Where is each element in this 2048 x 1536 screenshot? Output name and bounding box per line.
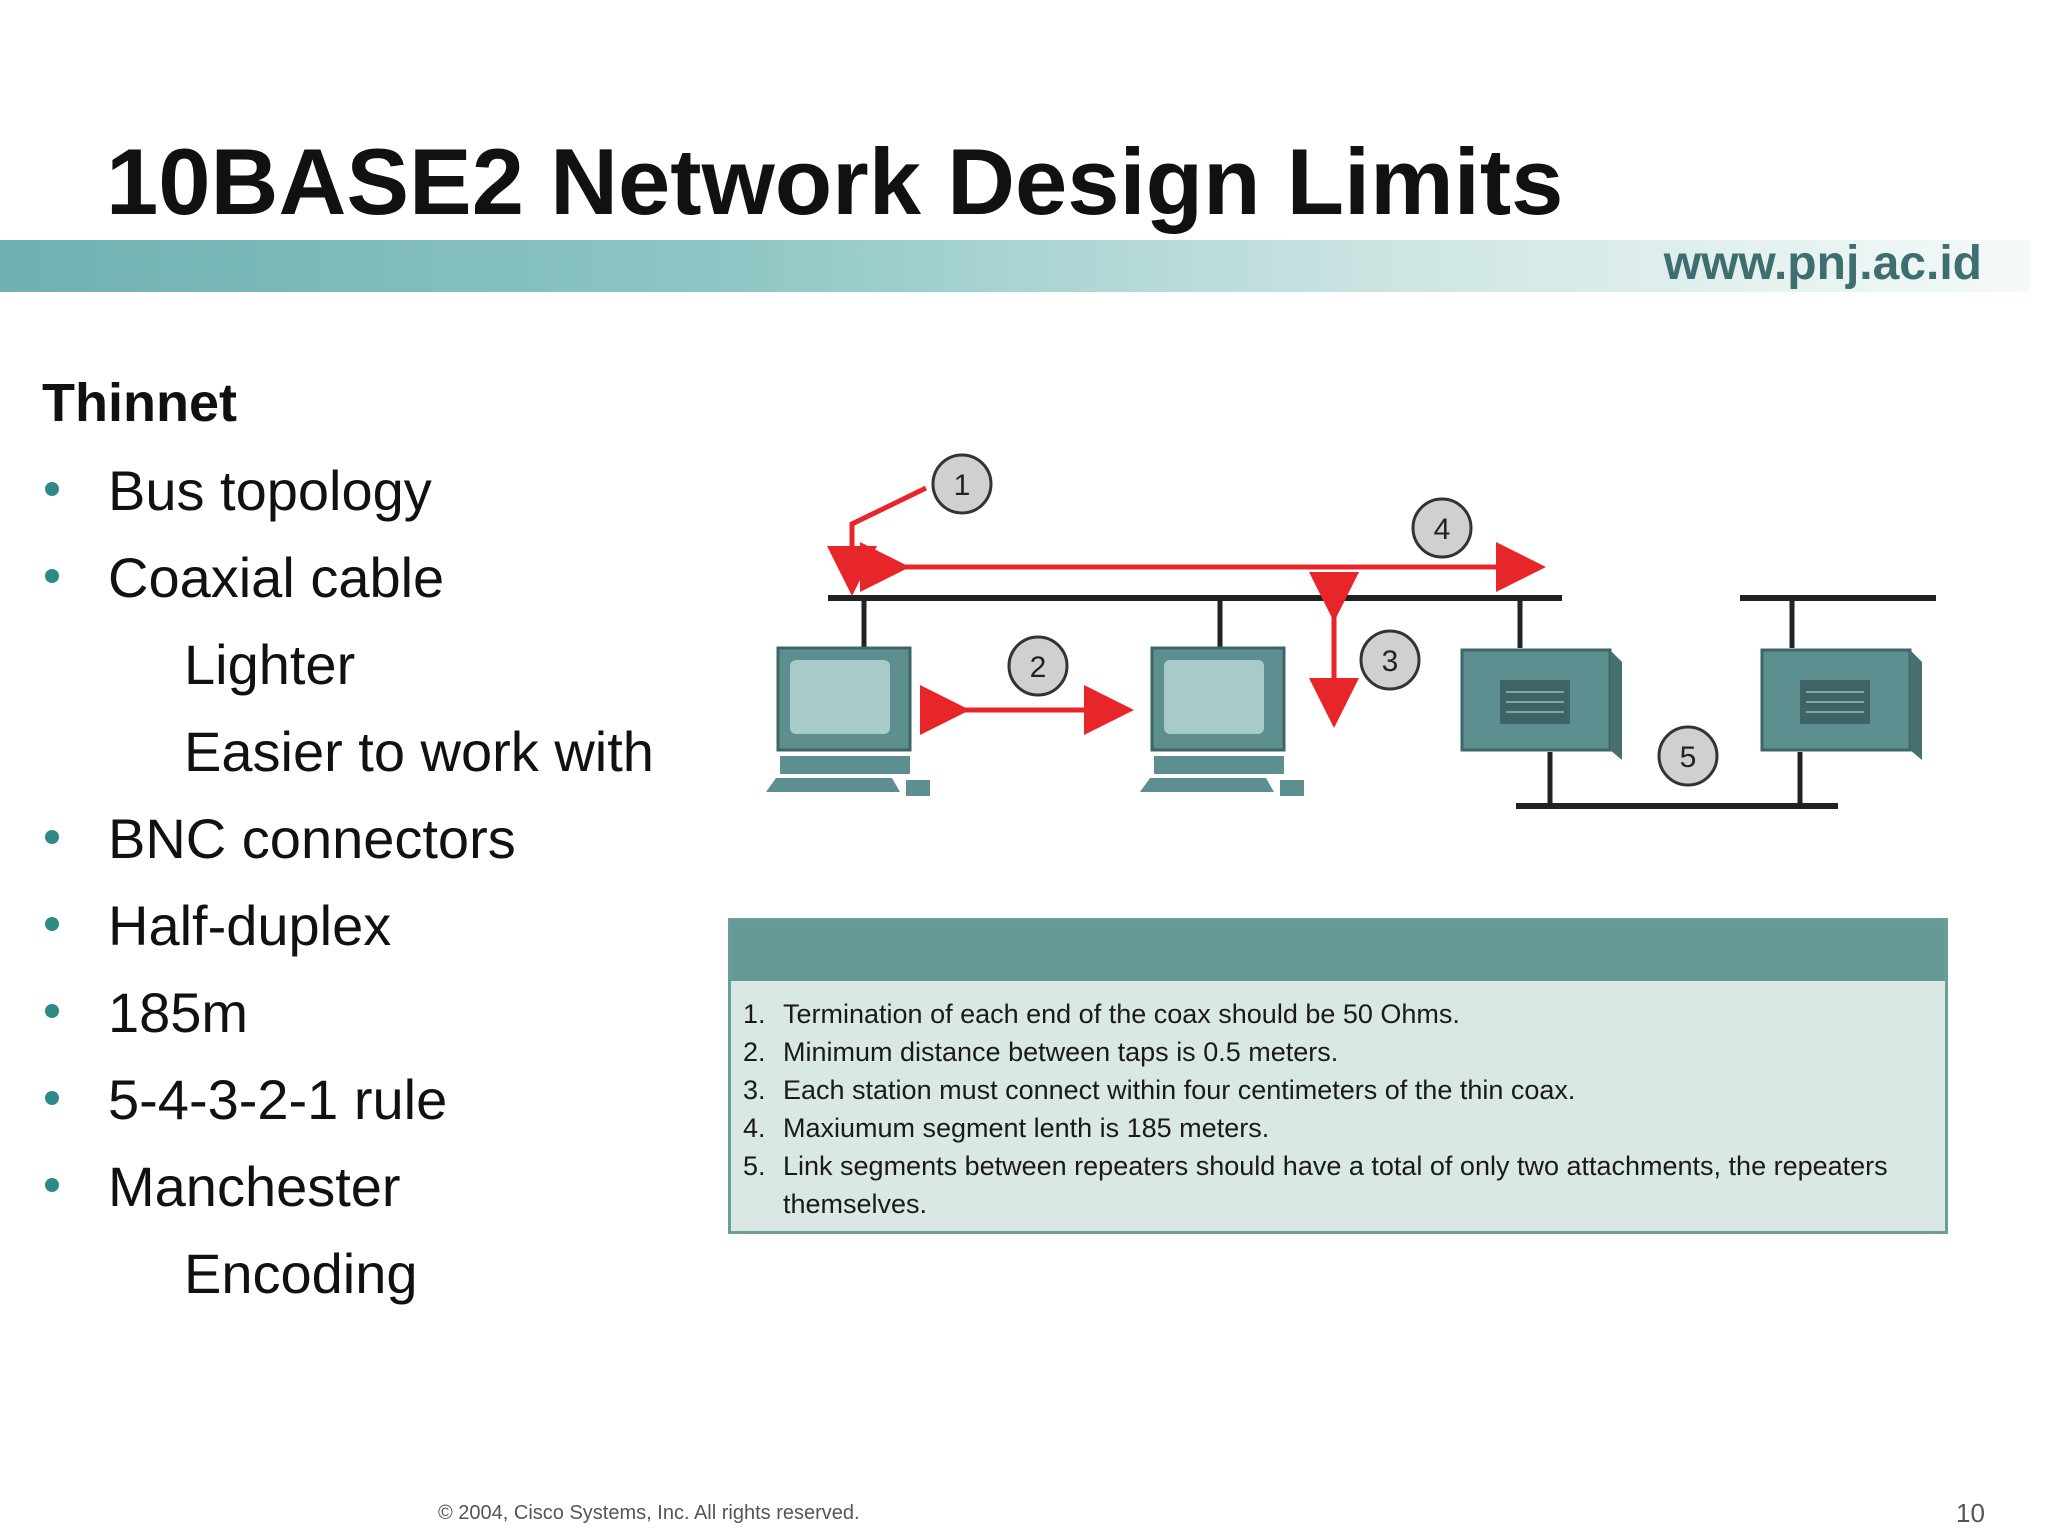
callout-1: 1 [931,453,993,515]
callout-2: 2 [1007,635,1069,697]
repeater-icon [1760,648,1922,760]
section-heading: Thinnet [42,373,237,433]
note-text: Maxiumum segment lenth is 185 meters. [783,1113,1270,1143]
computer-icon [1140,646,1304,796]
svg-text:2: 2 [1030,651,1047,684]
bullet-dot [45,569,59,583]
bullet-item: 5-4-3-2-1 rule [108,1068,448,1131]
copyright-footer: © 2004, Cisco Systems, Inc. All rights r… [438,1502,860,1524]
design-limits-notes-box: 1. Termination of each end of the coax s… [728,918,1948,1234]
bullet-dot [45,1004,59,1018]
bullet-dot [45,1091,59,1105]
note-number: 5. [743,1151,766,1181]
note-number: 1. [743,999,766,1029]
bullet-dot [45,1178,59,1192]
note-text: Termination of each end of the coax shou… [783,999,1460,1029]
callout-4: 4 [1411,497,1473,559]
page-number: 10 [1956,1498,1985,1528]
note-text: Each station must connect within four ce… [783,1075,1576,1105]
svg-text:3: 3 [1382,645,1399,678]
note-text: Link segments between repeaters should h… [783,1151,1888,1219]
note-text: Minimum distance between taps is 0.5 met… [783,1037,1339,1067]
sub-bullet-item: Encoding [184,1242,418,1305]
notes-box-header [731,921,1945,981]
bullet-item: BNC connectors [108,807,516,870]
sub-bullet-item: Lighter [184,633,356,696]
bullet-dot [45,830,59,844]
sub-bullet-item: Easier to work with [184,720,654,783]
callout-3: 3 [1359,629,1421,691]
slide-title: 10BASE2 Network Design Limits [106,129,1564,234]
list-item: 2. Minimum distance between taps is 0.5 … [743,1033,1933,1071]
svg-text:5: 5 [1680,741,1697,774]
bullet-item: Manchester [108,1155,401,1218]
bullet-dot [45,482,59,496]
bullet-item: Half-duplex [108,894,392,957]
note-number: 4. [743,1113,766,1143]
note-number: 3. [743,1075,766,1105]
list-item: 4. Maxiumum segment lenth is 185 meters. [743,1109,1933,1147]
list-item: 1. Termination of each end of the coax s… [743,995,1933,1033]
notes-list: 1. Termination of each end of the coax s… [743,995,1933,1223]
svg-text:1: 1 [954,469,971,502]
title-underline-band [0,240,2030,292]
bullet-dot [45,917,59,931]
note-number: 2. [743,1037,766,1067]
bullet-item: 185m [108,981,249,1044]
computer-icon [766,646,930,796]
callout-5: 5 [1657,725,1719,787]
bullet-item: Coaxial cable [108,546,445,609]
website-label: www.pnj.ac.id [1663,237,1982,290]
list-item: 5. Link segments between repeaters shoul… [743,1147,1933,1223]
repeater-icon [1460,648,1622,760]
bus-network-diagram: 1 2 3 4 5 [766,453,1936,809]
termination-arrow [827,485,928,596]
list-item: 3. Each station must connect within four… [743,1071,1933,1109]
svg-text:4: 4 [1434,513,1451,546]
bullet-item: Bus topology [108,459,432,522]
